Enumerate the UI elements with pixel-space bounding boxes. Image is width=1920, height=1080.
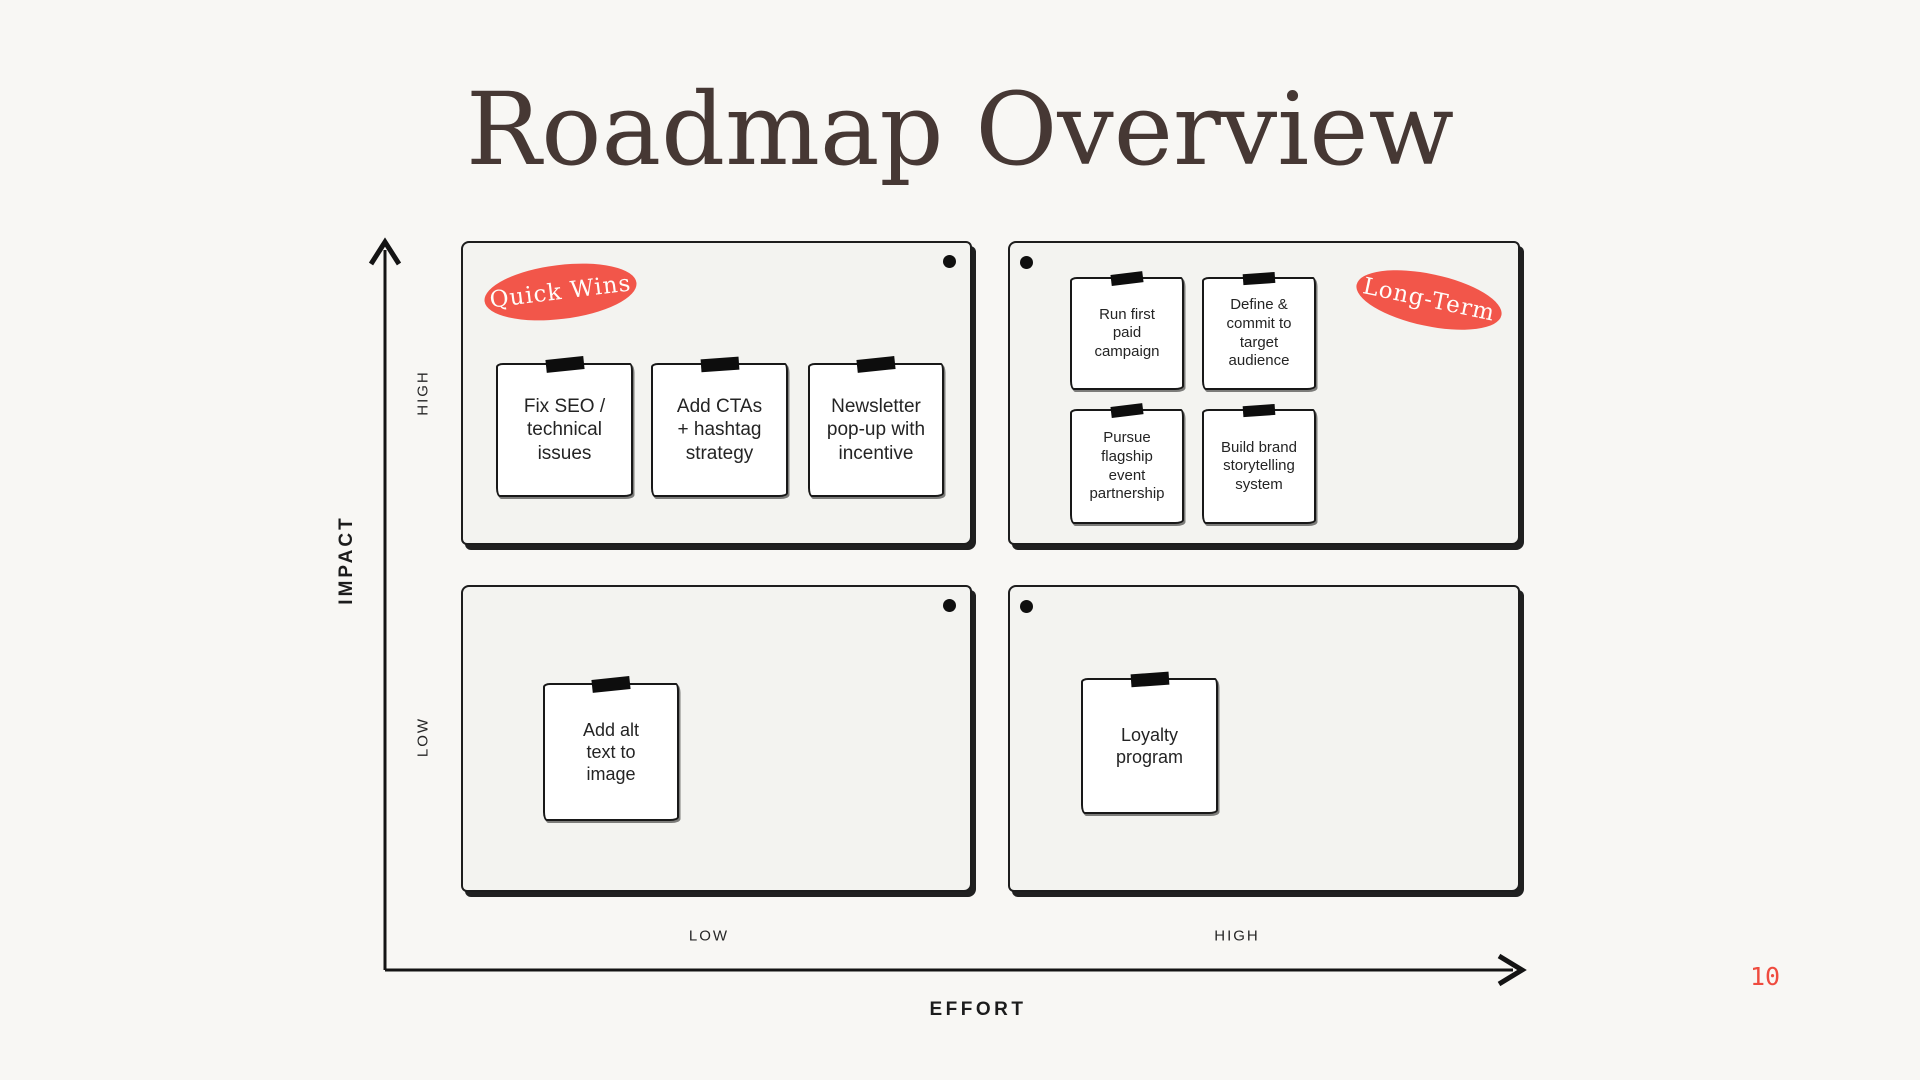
- quadrant-panel-quick-wins: Quick Wins Fix SEO / technical issues Ad…: [461, 241, 972, 545]
- badge-label: Quick Wins: [488, 270, 633, 314]
- sticky-note-fix-seo[interactable]: Fix SEO / technical issues: [496, 356, 633, 497]
- tape-icon: [1130, 671, 1169, 688]
- pin-dot-icon: [943, 255, 956, 268]
- tape-icon: [700, 356, 739, 373]
- pin-dot-icon: [1020, 600, 1033, 613]
- quadrant-panel-long-term: Long-Term Run first paid campaign Define…: [1008, 241, 1520, 545]
- impact-axis-arrowhead-icon: [368, 237, 402, 266]
- sticky-note-paid-campaign[interactable]: Run first paid campaign: [1070, 271, 1184, 390]
- note-text: Define & commit to target audience: [1226, 296, 1292, 370]
- note-text: Run first paid campaign: [1094, 305, 1160, 360]
- sticky-note-newsletter-popup[interactable]: Newsletter pop-up with incentive: [808, 356, 944, 497]
- y-axis-label: IMPACT: [336, 515, 357, 605]
- note-text: Build brand storytelling system: [1221, 438, 1297, 493]
- sticky-note-loyalty-program[interactable]: Loyalty program: [1081, 671, 1218, 814]
- quick-wins-badge[interactable]: Quick Wins: [481, 255, 640, 329]
- quadrant-panel-low-impact-high-effort: Loyalty program: [1008, 585, 1520, 892]
- x-axis-label: EFFORT: [929, 999, 1027, 1020]
- note-text: Newsletter pop-up with incentive: [826, 395, 926, 464]
- page-number: 10: [1750, 962, 1781, 991]
- long-term-badge[interactable]: Long-Term: [1351, 259, 1507, 341]
- tape-icon: [856, 356, 896, 373]
- x-tick-high: HIGH: [1214, 927, 1260, 945]
- note-text: Add CTAs + hashtag strategy: [676, 395, 763, 464]
- note-text: Fix SEO / technical issues: [523, 395, 606, 464]
- pin-dot-icon: [943, 599, 956, 612]
- y-tick-low: LOW: [414, 716, 432, 758]
- sticky-note-alt-text[interactable]: Add alt text to image: [543, 676, 679, 821]
- sticky-note-event-partnership[interactable]: Pursue flagship event partnership: [1070, 403, 1184, 524]
- badge-label: Long-Term: [1360, 273, 1498, 327]
- tape-icon: [1110, 403, 1144, 418]
- tape-icon: [1242, 271, 1276, 286]
- tape-icon: [1110, 271, 1144, 286]
- pin-dot-icon: [1020, 256, 1033, 269]
- quadrant-panel-low-impact-low-effort: Add alt text to image: [461, 585, 972, 892]
- page-title: Roadmap Overview: [465, 71, 1455, 188]
- sticky-note-add-ctas[interactable]: Add CTAs + hashtag strategy: [651, 356, 788, 497]
- x-tick-low: LOW: [688, 927, 730, 945]
- note-text: Add alt text to image: [582, 719, 640, 785]
- tape-icon: [591, 676, 631, 693]
- note-text: Loyalty program: [1115, 724, 1184, 767]
- y-tick-high: HIGH: [414, 370, 432, 416]
- effort-axis-arrowhead-icon: [1497, 953, 1527, 987]
- tape-icon: [1242, 403, 1276, 418]
- note-text: Pursue flagship event partnership: [1089, 429, 1165, 503]
- sticky-note-brand-storytelling[interactable]: Build brand storytelling system: [1202, 403, 1316, 524]
- sticky-note-target-audience[interactable]: Define & commit to target audience: [1202, 271, 1316, 390]
- tape-icon: [544, 356, 585, 373]
